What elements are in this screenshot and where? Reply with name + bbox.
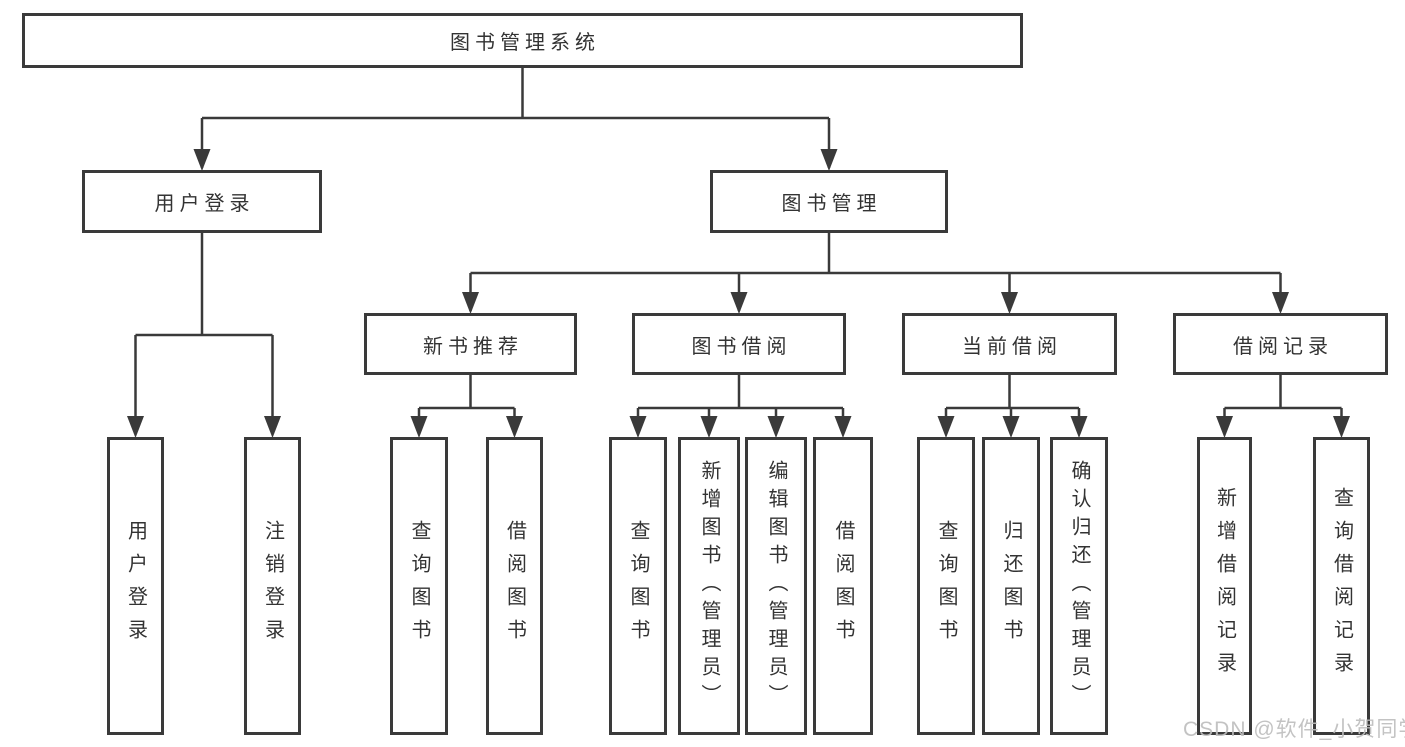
leaf-borrowing-query-books: 查询图书 [609, 437, 667, 735]
arrowhead [1070, 416, 1088, 438]
node-label: 查询图书 [408, 520, 430, 652]
node-label: 确认归还（管理员） [1068, 460, 1090, 712]
node-label: 图书管理 [781, 193, 882, 215]
leaf-borrowing-add-books-admin: 新增图书（管理员） [678, 437, 740, 735]
node-label: 查询图书 [627, 520, 649, 652]
node-book-borrowing: 图书借阅 [632, 313, 846, 375]
arrowhead [767, 416, 785, 438]
arrowhead [264, 416, 281, 438]
node-label: 借阅图书 [503, 520, 526, 652]
node-label: 编辑图书（管理员） [765, 460, 787, 712]
arrowhead [834, 416, 852, 438]
arrowhead [730, 292, 748, 314]
node-user-login: 用户登录 [82, 170, 322, 233]
leaf-current-confirm-return-admin: 确认归还（管理员） [1050, 437, 1108, 735]
node-label: 当前借阅 [962, 335, 1062, 358]
node-current-borrowing: 当前借阅 [902, 313, 1117, 375]
node-book-management: 图书管理 [710, 170, 948, 233]
node-label: 借阅记录 [1233, 335, 1333, 358]
arrowhead [629, 416, 647, 438]
arrowhead [410, 416, 428, 438]
arrowhead [1272, 292, 1289, 314]
leaf-current-return-books: 归还图书 [982, 437, 1040, 735]
node-label: 用户登录 [154, 193, 255, 215]
leaf-records-query-record: 查询借阅记录 [1313, 437, 1370, 735]
leaf-logout: 注销登录 [244, 437, 301, 735]
node-label: 用户登录 [124, 520, 147, 652]
node-label: 注销登录 [261, 520, 284, 652]
csdn-watermark: CSDN @软件_小贺同学 [1183, 718, 1405, 741]
node-label: 借阅图书 [832, 520, 854, 652]
arrowhead [937, 416, 955, 438]
node-label: 图书借阅 [691, 335, 792, 358]
leaf-borrowing-edit-books-admin: 编辑图书（管理员） [745, 437, 807, 735]
arrowhead [1001, 292, 1018, 314]
node-label: 新增借阅记录 [1213, 487, 1236, 685]
node-root-system: 图书管理系统 [22, 13, 1023, 68]
arrowhead [462, 292, 479, 314]
leaf-user-login: 用户登录 [107, 437, 164, 735]
node-label: 新增图书（管理员） [698, 460, 720, 712]
arrowhead [193, 149, 211, 171]
node-new-book-recommend: 新书推荐 [364, 313, 577, 375]
arrowhead [820, 149, 838, 171]
node-label: 新书推荐 [423, 335, 523, 358]
node-label: 查询图书 [935, 520, 957, 652]
arrowhead [1216, 416, 1233, 438]
node-borrowing-records: 借阅记录 [1173, 313, 1388, 375]
leaf-recommend-borrow-books: 借阅图书 [486, 437, 543, 735]
arrowhead [1333, 416, 1350, 438]
node-label: 图书管理系统 [450, 32, 600, 54]
leaf-recommend-query-books: 查询图书 [390, 437, 448, 735]
tree-edges [134, 68, 1343, 433]
node-label: 查询借阅记录 [1330, 487, 1353, 685]
arrowhead [700, 416, 718, 438]
arrowhead [127, 416, 144, 438]
arrowhead [506, 416, 523, 438]
leaf-current-query-books: 查询图书 [917, 437, 975, 735]
node-label: 归还图书 [1000, 520, 1022, 652]
leaf-records-add-record: 新增借阅记录 [1197, 437, 1252, 735]
leaf-borrowing-borrow-books: 借阅图书 [813, 437, 873, 735]
arrowhead [1002, 416, 1020, 438]
